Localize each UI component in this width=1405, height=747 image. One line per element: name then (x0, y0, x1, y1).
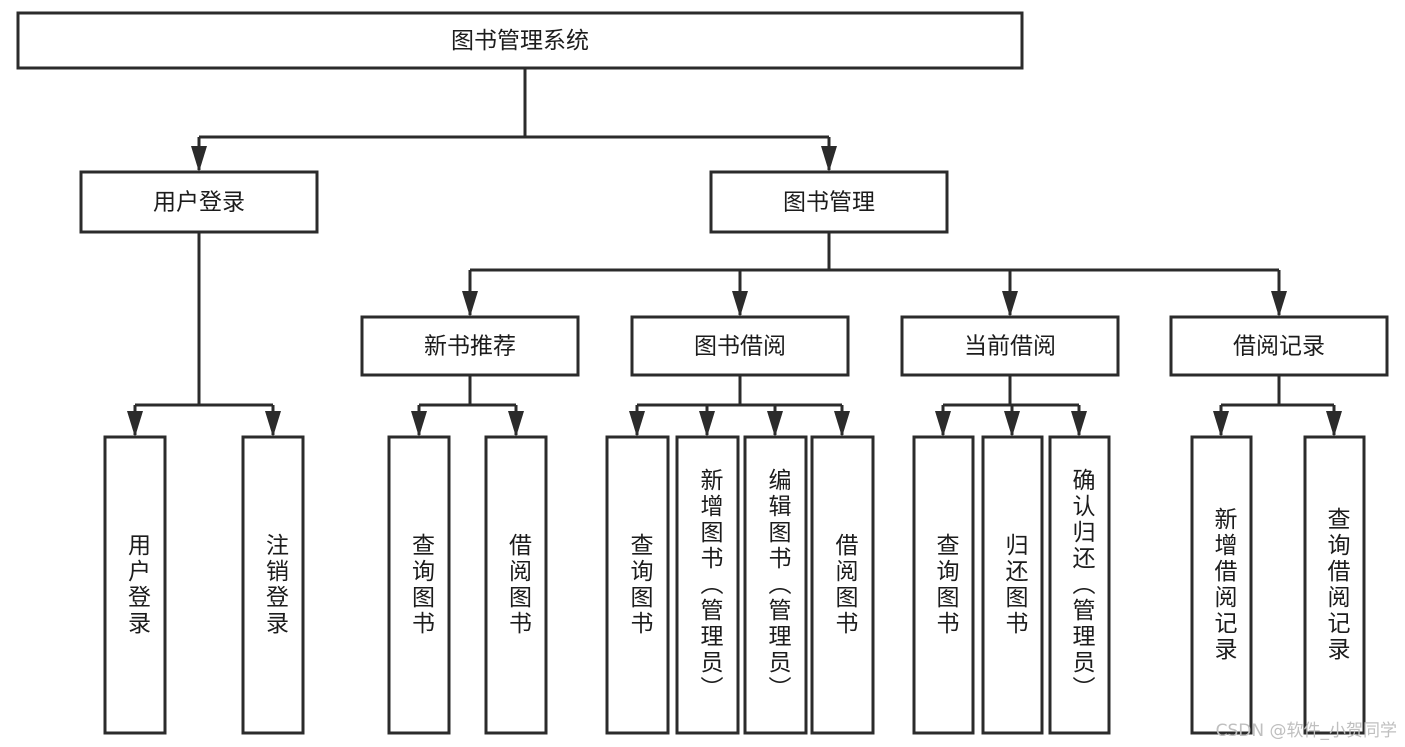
node-leaf-edit-book[interactable]: 编辑图书（管理员） (743, 435, 808, 735)
node-leaf-query-book-3-box[interactable] (912, 435, 975, 735)
node-leaf-borrow-book-1[interactable]: 借阅图书 (484, 435, 548, 735)
node-root-system-label: 图书管理系统 (451, 28, 589, 54)
node-leaf-return-book-label: 归还图书 (1001, 533, 1029, 637)
node-leaf-query-book-2[interactable]: 查询图书 (605, 435, 670, 735)
node-leaf-user-login-box[interactable] (103, 435, 167, 735)
node-leaf-return-book[interactable]: 归还图书 (981, 435, 1044, 735)
node-leaf-borrow-book-2-label: 借阅图书 (831, 533, 859, 637)
node-new-book-recommend-label: 新书推荐 (424, 334, 516, 360)
node-leaf-query-book-2-label: 查询图书 (626, 533, 654, 637)
arrow-down-icon (732, 291, 748, 317)
node-new-book-recommend-box[interactable] (360, 315, 580, 377)
node-borrow-record-label: 借阅记录 (1233, 334, 1325, 360)
node-leaf-query-book-3[interactable]: 查询图书 (912, 435, 975, 735)
arrow-down-icon (1213, 411, 1229, 437)
node-leaf-user-login[interactable]: 用户登录 (103, 435, 167, 735)
node-new-book-recommend[interactable]: 新书推荐 (360, 315, 580, 377)
node-leaf-query-borrow-record[interactable]: 查询借阅记录 (1303, 435, 1366, 735)
arrow-down-icon (834, 411, 850, 437)
node-leaf-query-book-1-label: 查询图书 (408, 533, 436, 637)
node-leaf-borrow-book-2-box[interactable] (810, 435, 875, 735)
node-leaf-query-book-1[interactable]: 查询图书 (387, 435, 451, 735)
node-leaf-add-borrow-record-label: 新增借阅记录 (1210, 507, 1238, 663)
node-leaf-query-borrow-record-box[interactable] (1303, 435, 1366, 735)
arrow-down-icon (265, 411, 281, 437)
node-book-borrow-label: 图书借阅 (694, 334, 786, 360)
node-user-login-box[interactable] (79, 170, 319, 234)
node-borrow-record-box[interactable] (1169, 315, 1389, 377)
node-leaf-add-book-label: 新增图书（管理员） (696, 468, 724, 702)
node-leaf-confirm-return-box[interactable] (1048, 435, 1111, 735)
node-leaf-borrow-book-1-label: 借阅图书 (505, 533, 533, 637)
arrow-down-icon (821, 146, 837, 172)
node-leaf-query-book-2-box[interactable] (605, 435, 670, 735)
node-leaf-edit-book-box[interactable] (743, 435, 808, 735)
node-leaf-confirm-return-label: 确认归还（管理员） (1068, 468, 1096, 702)
node-borrow-record[interactable]: 借阅记录 (1169, 315, 1389, 377)
node-leaf-query-book-1-box[interactable] (387, 435, 451, 735)
node-leaf-confirm-return[interactable]: 确认归还（管理员） (1048, 435, 1111, 735)
node-leaf-query-borrow-record-label: 查询借阅记录 (1323, 507, 1351, 663)
arrow-down-icon (1002, 291, 1018, 317)
node-leaf-query-book-3-label: 查询图书 (932, 533, 960, 637)
node-current-borrow[interactable]: 当前借阅 (900, 315, 1120, 377)
arrow-down-icon (699, 411, 715, 437)
arrow-down-icon (629, 411, 645, 437)
node-current-borrow-box[interactable] (900, 315, 1120, 377)
arrow-down-icon (1004, 411, 1020, 437)
node-leaf-user-logout[interactable]: 注销登录 (241, 435, 305, 735)
node-user-login[interactable]: 用户登录 (79, 170, 319, 234)
node-leaf-user-login-label: 用户登录 (124, 533, 152, 637)
node-book-manage[interactable]: 图书管理 (709, 170, 949, 234)
node-leaf-add-book-box[interactable] (675, 435, 740, 735)
arrow-down-icon (127, 411, 143, 437)
node-book-manage-box[interactable] (709, 170, 949, 234)
arrow-down-icon (935, 411, 951, 437)
node-leaf-borrow-book-2[interactable]: 借阅图书 (810, 435, 875, 735)
arrow-down-icon (191, 146, 207, 172)
node-book-borrow[interactable]: 图书借阅 (630, 315, 850, 377)
arrow-down-icon (767, 411, 783, 437)
node-root-system-box[interactable] (16, 11, 1024, 70)
arrow-down-icon (1271, 291, 1287, 317)
node-layer: 图书管理系统用户登录图书管理新书推荐图书借阅当前借阅借阅记录用户登录注销登录查询… (16, 11, 1389, 735)
node-book-borrow-box[interactable] (630, 315, 850, 377)
node-leaf-return-book-box[interactable] (981, 435, 1044, 735)
node-current-borrow-label: 当前借阅 (964, 334, 1056, 360)
arrow-down-icon (462, 291, 478, 317)
arrow-down-icon (508, 411, 524, 437)
node-leaf-add-borrow-record[interactable]: 新增借阅记录 (1190, 435, 1253, 735)
node-leaf-user-logout-label: 注销登录 (262, 533, 290, 637)
arrow-down-icon (1326, 411, 1342, 437)
node-root-system[interactable]: 图书管理系统 (16, 11, 1024, 70)
arrow-down-icon (1071, 411, 1087, 437)
node-leaf-edit-book-label: 编辑图书（管理员） (764, 468, 792, 702)
node-user-login-label: 用户登录 (153, 190, 245, 216)
node-book-manage-label: 图书管理 (783, 190, 875, 216)
node-leaf-user-logout-box[interactable] (241, 435, 305, 735)
arrow-down-icon (411, 411, 427, 437)
connector-layer (127, 68, 1342, 437)
node-leaf-add-borrow-record-box[interactable] (1190, 435, 1253, 735)
node-leaf-add-book[interactable]: 新增图书（管理员） (675, 435, 740, 735)
node-leaf-borrow-book-1-box[interactable] (484, 435, 548, 735)
